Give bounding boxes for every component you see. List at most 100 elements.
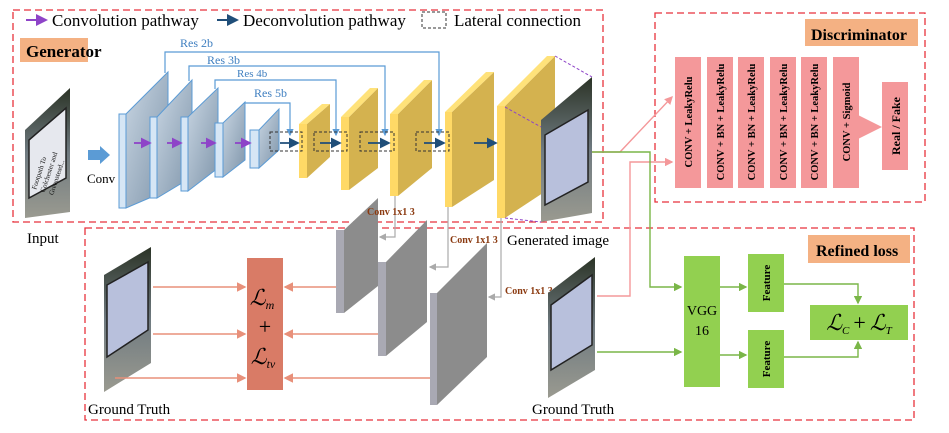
discriminator-layer	[770, 57, 796, 188]
decoder-block	[349, 88, 378, 190]
loss-frame	[84, 227, 915, 421]
legend: Convolution pathway Deconvolution pathwa…	[26, 11, 581, 30]
svg-text:ℒtv: ℒtv	[251, 344, 276, 371]
res-connections	[164, 51, 443, 137]
svg-text:ℒm: ℒm	[250, 285, 275, 312]
conv1x1-lines	[378, 196, 502, 301]
pixel-loss-formula: ℒm + ℒtv	[250, 285, 276, 371]
conv1x1-label: Conv 1x1 3	[367, 207, 415, 218]
encoder-block-front	[180, 116, 189, 192]
legend-lateral: Lateral connection	[454, 11, 581, 30]
decoder-block-top	[299, 104, 330, 124]
loss-symbol: ℒ	[870, 310, 887, 335]
decoder-block-front	[497, 106, 505, 218]
feature-label: Feature	[761, 265, 773, 302]
conv1x1-label: Conv 1x1 3	[450, 235, 498, 246]
loss-subscript: C	[842, 325, 850, 337]
decoder-block-top	[445, 72, 494, 112]
discriminator-label-box	[805, 19, 918, 46]
decoder-block-front	[341, 117, 349, 190]
decoder-block-front	[445, 112, 452, 207]
discriminator-layer-label: CONV + LeakyRelu	[684, 76, 695, 167]
loss-symbol: ℒ	[826, 310, 843, 335]
refined-loss-formula: ℒC+ℒT	[826, 310, 892, 337]
decoder-blocks	[299, 56, 555, 218]
real-fake-label: Real / Fake	[889, 96, 903, 155]
encoder-block-front	[214, 122, 224, 178]
generator-title: Generator	[26, 42, 102, 61]
loss-symbol: ℒ	[251, 344, 268, 369]
loss-subscript: tv	[267, 357, 276, 371]
loss-subscript: m	[266, 298, 275, 312]
decoder-block	[307, 104, 330, 178]
discriminator-inputs	[592, 95, 674, 297]
decoder-block-front	[299, 124, 307, 178]
ground-truth-image-1	[104, 247, 151, 392]
ground-truth-image-2	[548, 257, 595, 398]
legend-deconv: Deconvolution pathway	[243, 11, 406, 30]
discriminator-layer-label: CONV + BN + LeakyRelu	[779, 63, 790, 180]
conv1x1-outputs	[336, 198, 487, 405]
vgg16-box	[684, 256, 720, 387]
res-label: Res 4b	[237, 68, 268, 80]
generated-image-label: Generated image	[507, 233, 609, 249]
vgg-label: 16	[695, 324, 709, 339]
projection-lines	[504, 55, 593, 223]
discriminator-layer	[801, 57, 827, 188]
decoder-block-top	[497, 56, 555, 106]
discriminator-frame	[654, 12, 926, 203]
feature-box-2	[748, 330, 784, 388]
res-labels: Res 2b Res 3b Res 4b Res 5b	[180, 36, 287, 100]
discriminator-layer-label: CONV + BN + LeakyRelu	[810, 63, 821, 180]
generator-label-box	[20, 38, 88, 62]
loss-symbol: ℒ	[250, 285, 267, 310]
vgg-label: VGG	[687, 304, 717, 319]
discriminator-layer	[738, 57, 764, 188]
conv1x1-label: Conv 1x1 3	[505, 286, 553, 297]
feature-label: Feature	[761, 341, 773, 378]
discriminator-layer-label: CONV + Sigmoid	[842, 82, 853, 161]
decoder-block-top	[390, 80, 432, 114]
conv-arrow-icon	[88, 146, 110, 164]
loss-subscript: T	[886, 325, 893, 337]
res-label: Res 3b	[207, 53, 240, 67]
encoder-block	[258, 107, 280, 170]
conv-label: Conv	[87, 171, 116, 186]
encoder-block	[222, 100, 246, 179]
generated-image	[541, 77, 592, 222]
res-label: Res 2b	[180, 36, 213, 50]
loss-input-arrows	[115, 282, 430, 383]
lateral-connections	[269, 131, 450, 152]
refined-loss-title: Refined loss	[816, 243, 898, 260]
decoder-block	[398, 80, 432, 196]
real-fake-box	[882, 82, 908, 170]
input-label: Input	[27, 231, 59, 247]
vgg-inputs	[592, 151, 863, 360]
discriminator-layers: CONV + LeakyRelu CONV + BN + LeakyRelu CON…	[675, 57, 859, 188]
discriminator-layer	[833, 57, 859, 188]
encoder-block-front	[149, 116, 158, 199]
generator-frame	[12, 9, 604, 223]
ground-truth-label-1: Ground Truth	[88, 402, 171, 418]
discriminator-layer-label: CONV + BN + LeakyRelu	[716, 63, 727, 180]
encoder-block-front	[249, 129, 260, 169]
refined-loss-box	[810, 305, 908, 340]
discriminator-layer-label: CONV + BN + LeakyRelu	[747, 63, 758, 180]
feature-box-1	[748, 254, 784, 312]
input-image: Footpath To Colchester and Greenstead...	[25, 88, 70, 218]
legend-conv: Convolution pathway	[52, 11, 199, 30]
discriminator-layer	[675, 57, 701, 188]
decoder-block	[452, 72, 494, 207]
decoder-block-front	[390, 114, 398, 196]
res-label: Res 5b	[254, 86, 287, 100]
discriminator-layer	[707, 57, 733, 188]
pixel-loss-box	[247, 258, 283, 390]
plus-sign: +	[853, 310, 865, 335]
discriminator-title: Discriminator	[811, 27, 907, 44]
encoder-block-front	[118, 113, 127, 209]
ground-truth-label-2: Ground Truth	[532, 402, 615, 418]
lateral-box-icon	[421, 11, 447, 29]
refined-loss-label-box	[808, 235, 910, 263]
conv1x1-labels: Conv 1x1 3 Conv 1x1 3 Conv 1x1 3	[367, 207, 553, 297]
